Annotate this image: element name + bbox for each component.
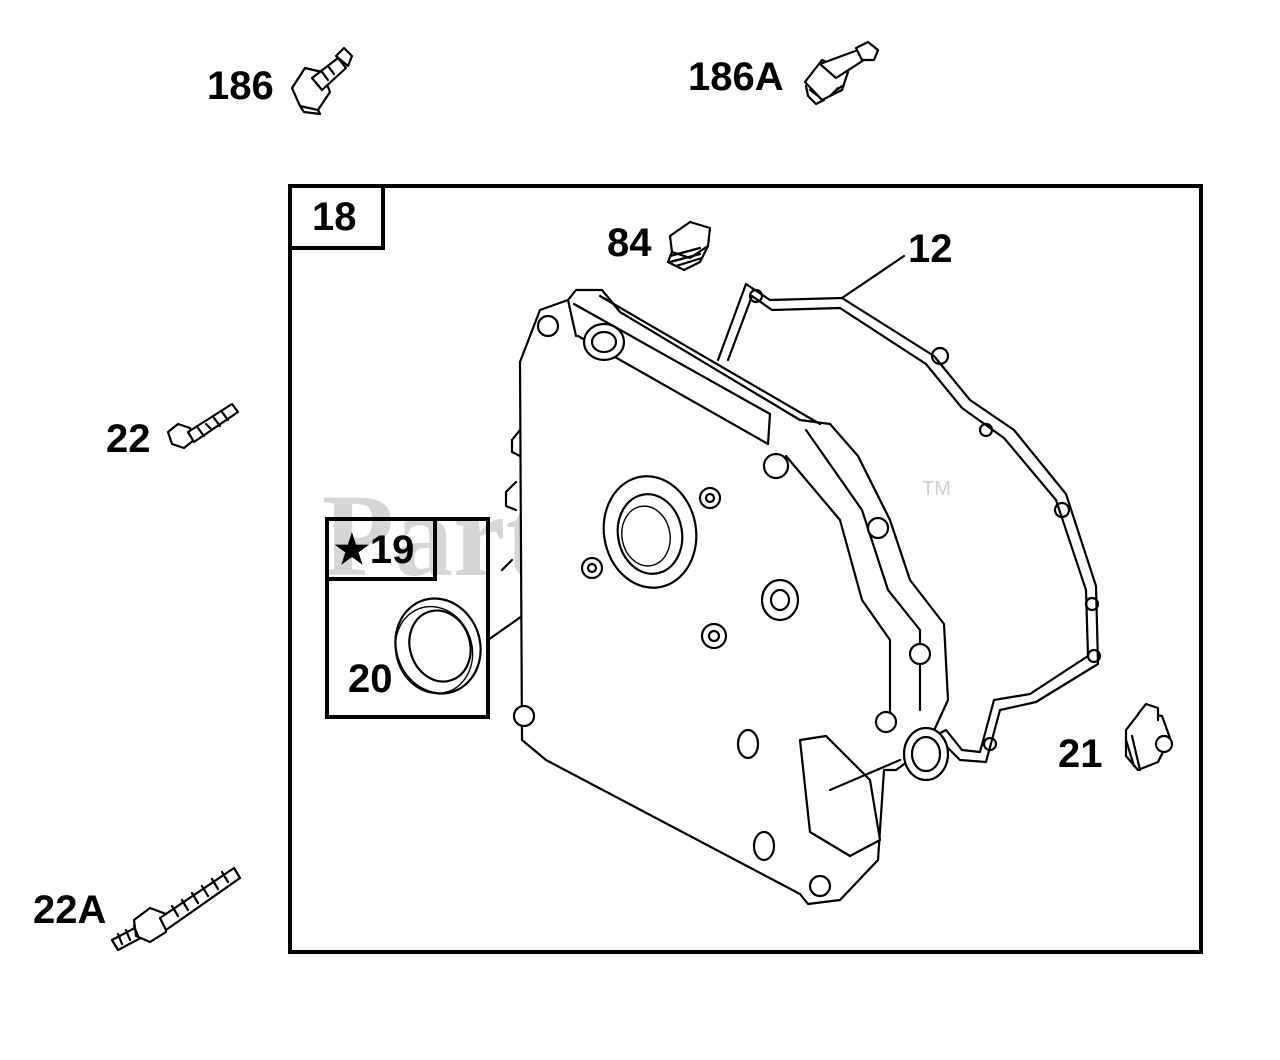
- callout-22a: 22A: [33, 888, 106, 932]
- assembly-label: 18: [312, 195, 357, 239]
- watermark-trademark: TM: [922, 478, 951, 500]
- part-21-fitting: [1124, 702, 1174, 772]
- assembly-box: [288, 184, 1203, 954]
- callout-12: 12: [908, 227, 953, 271]
- part-20-oil-seal: [394, 597, 482, 695]
- callout-20: 20: [348, 657, 393, 701]
- crankcase-cover: [500, 288, 950, 906]
- callout-84: 84: [607, 221, 652, 265]
- kit-label: ★19: [334, 528, 414, 572]
- part-22-bolt: [166, 402, 240, 450]
- part-186-elbow-fitting: [290, 46, 354, 116]
- callout-186: 186: [207, 64, 274, 108]
- part-22a-stud: [110, 866, 242, 952]
- callout-22: 22: [106, 417, 151, 461]
- assembly-label-box: [288, 184, 385, 250]
- callout-186a: 186A: [688, 55, 784, 99]
- part-12-gasket: [716, 282, 1102, 764]
- gasket-leader-line: [840, 254, 906, 300]
- kit-label-box: [325, 517, 437, 581]
- part-84-plug: [666, 220, 712, 272]
- part-186a-straight-fitting: [803, 40, 880, 106]
- callout-21: 21: [1058, 732, 1103, 776]
